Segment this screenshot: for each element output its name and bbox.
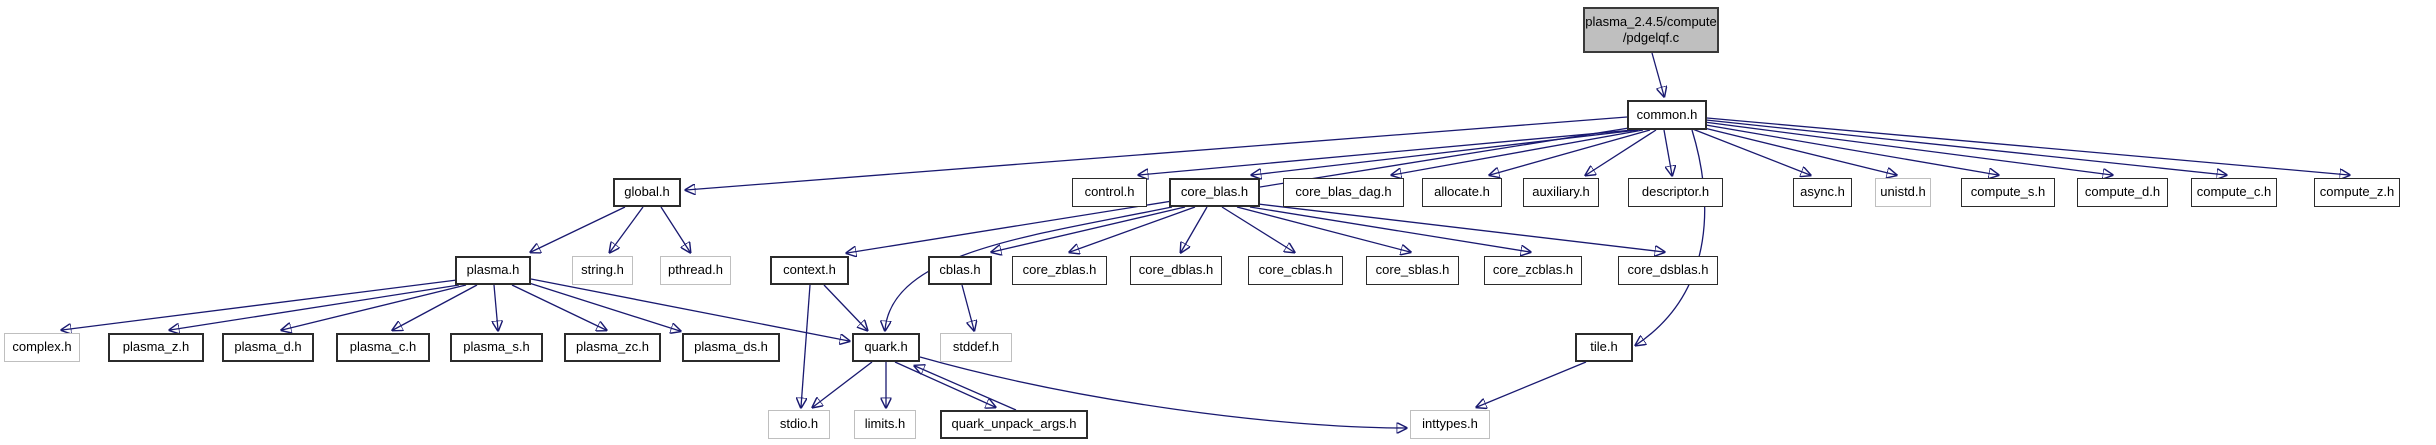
edge-quark-h-stdio-h: [813, 361, 873, 407]
node-compute_d-h[interactable]: compute_d.h: [2077, 178, 2168, 207]
edge-global-h-plasma-h: [531, 206, 626, 252]
edge-core_blas-h-core_dsblas-h: [1257, 203, 1664, 252]
edge-common-h-control-h: [1139, 129, 1634, 175]
node-control-h[interactable]: control.h: [1072, 178, 1147, 207]
edge-context-h-quark-h: [823, 284, 867, 330]
node-stddef-h: stddef.h: [940, 333, 1012, 362]
node-limits-h: limits.h: [854, 410, 916, 439]
edge-core_blas-h-core_cblas-h: [1221, 206, 1294, 252]
edge-tile-h-inttypes-h: [1477, 361, 1587, 407]
edge-core_blas-h-core_zcblas-h: [1249, 206, 1530, 252]
node-allocate-h[interactable]: allocate.h: [1422, 178, 1502, 207]
node-stdio-h: stdio.h: [768, 410, 830, 439]
node-plasma_ds-h[interactable]: plasma_ds.h: [682, 333, 780, 362]
node-inttypes-h: inttypes.h: [1410, 410, 1490, 439]
node-cblas-h[interactable]: cblas.h: [928, 256, 992, 285]
edge-common-h-descriptor-h: [1663, 129, 1672, 175]
edge-common-h-unistd-h: [1695, 125, 1896, 175]
edge-core_blas-h-quark-h: [885, 206, 1173, 330]
node-plasma_c-h[interactable]: plasma_c.h: [336, 333, 430, 362]
edge-cblas-h-stddef-h: [961, 284, 974, 330]
node-global-h[interactable]: global.h: [613, 178, 681, 207]
node-unistd-h: unistd.h: [1875, 178, 1931, 207]
node-context-h[interactable]: context.h: [770, 256, 849, 285]
node-compute_z-h[interactable]: compute_z.h: [2314, 178, 2400, 207]
edge-pdgelqf-c-common-h: [1651, 52, 1664, 96]
node-plasma_s-h[interactable]: plasma_s.h: [450, 333, 543, 362]
edge-common-h-compute_d-h: [1703, 121, 2112, 175]
edge-core_blas-h-core_sblas-h: [1236, 206, 1410, 252]
node-core_dblas-h[interactable]: core_dblas.h: [1130, 256, 1222, 285]
node-plasma_d-h[interactable]: plasma_d.h: [222, 333, 314, 362]
edge-plasma-h-quark-h: [530, 278, 849, 341]
node-auxiliary-h[interactable]: auxiliary.h: [1523, 178, 1599, 207]
edge-core_blas-h-cblas-h: [992, 206, 1186, 252]
edge-common-h-tile-h: [1636, 129, 1706, 345]
node-tile-h[interactable]: tile.h: [1575, 333, 1633, 362]
edge-context-h-stdio-h: [801, 284, 811, 407]
edge-plasma-h-plasma_c-h: [393, 284, 478, 330]
node-plasma-h[interactable]: plasma.h: [455, 256, 531, 285]
node-pthread-h: pthread.h: [660, 256, 731, 285]
edge-plasma-h-complex-h: [62, 279, 458, 330]
node-plasma_zc-h[interactable]: plasma_zc.h: [564, 333, 661, 362]
edge-global-h-pthread-h: [660, 206, 690, 252]
edge-common-h-async-h: [1689, 127, 1810, 175]
node-string-h: string.h: [572, 256, 633, 285]
edge-plasma-h-plasma_z-h: [170, 284, 460, 330]
edge-common-h-compute_s-h: [1699, 123, 1998, 175]
node-core_sblas-h[interactable]: core_sblas.h: [1366, 256, 1459, 285]
edge-quark-h-quark_unpack_args-h: [894, 361, 995, 407]
node-core_cblas-h[interactable]: core_cblas.h: [1248, 256, 1343, 285]
node-quark_unpack_args-h[interactable]: quark_unpack_args.h: [940, 410, 1088, 439]
node-descriptor-h[interactable]: descriptor.h: [1628, 178, 1723, 207]
node-common-h[interactable]: common.h: [1627, 100, 1707, 130]
edge-common-h-compute_c-h: [1705, 119, 2226, 175]
node-core_dsblas-h[interactable]: core_dsblas.h: [1618, 256, 1718, 285]
edge-common-h-core_blas-h: [1252, 129, 1639, 175]
edge-common-h-auxiliary-h: [1586, 129, 1657, 175]
node-core_blas_dag-h[interactable]: core_blas_dag.h: [1283, 178, 1404, 207]
edge-quark_unpack_args-h-quark-h: [915, 366, 1017, 411]
edge-plasma-h-plasma_ds-h: [528, 282, 680, 331]
edge-core_blas-h-core_dblas-h: [1181, 206, 1208, 252]
node-core_zcblas-h[interactable]: core_zcblas.h: [1484, 256, 1582, 285]
edge-plasma-h-plasma_d-h: [282, 284, 467, 330]
edge-core_blas-h-core_zblas-h: [1070, 206, 1196, 252]
node-compute_c-h[interactable]: compute_c.h: [2191, 178, 2277, 207]
edge-global-h-string-h: [610, 206, 644, 252]
edge-common-h-core_blas_dag-h: [1392, 129, 1644, 175]
node-quark-h[interactable]: quark.h: [852, 333, 920, 362]
edge-plasma-h-plasma_zc-h: [511, 284, 606, 330]
node-compute_s-h[interactable]: compute_s.h: [1961, 178, 2055, 207]
edge-common-h-allocate-h: [1490, 129, 1651, 175]
edge-common-h-global-h: [686, 116, 1628, 190]
node-core_zblas-h[interactable]: core_zblas.h: [1012, 256, 1107, 285]
edge-quark-h-inttypes-h: [919, 356, 1406, 428]
node-pdgelqf-c: plasma_2.4.5/compute /pdgelqf.c: [1583, 7, 1719, 53]
node-core_blas-h[interactable]: core_blas.h: [1169, 178, 1260, 207]
edge-common-h-compute_z-h: [1706, 117, 2349, 175]
node-plasma_z-h[interactable]: plasma_z.h: [108, 333, 204, 362]
edge-plasma-h-plasma_s-h: [494, 284, 498, 330]
node-complex-h: complex.h: [4, 333, 80, 362]
node-async-h[interactable]: async.h: [1793, 178, 1852, 207]
